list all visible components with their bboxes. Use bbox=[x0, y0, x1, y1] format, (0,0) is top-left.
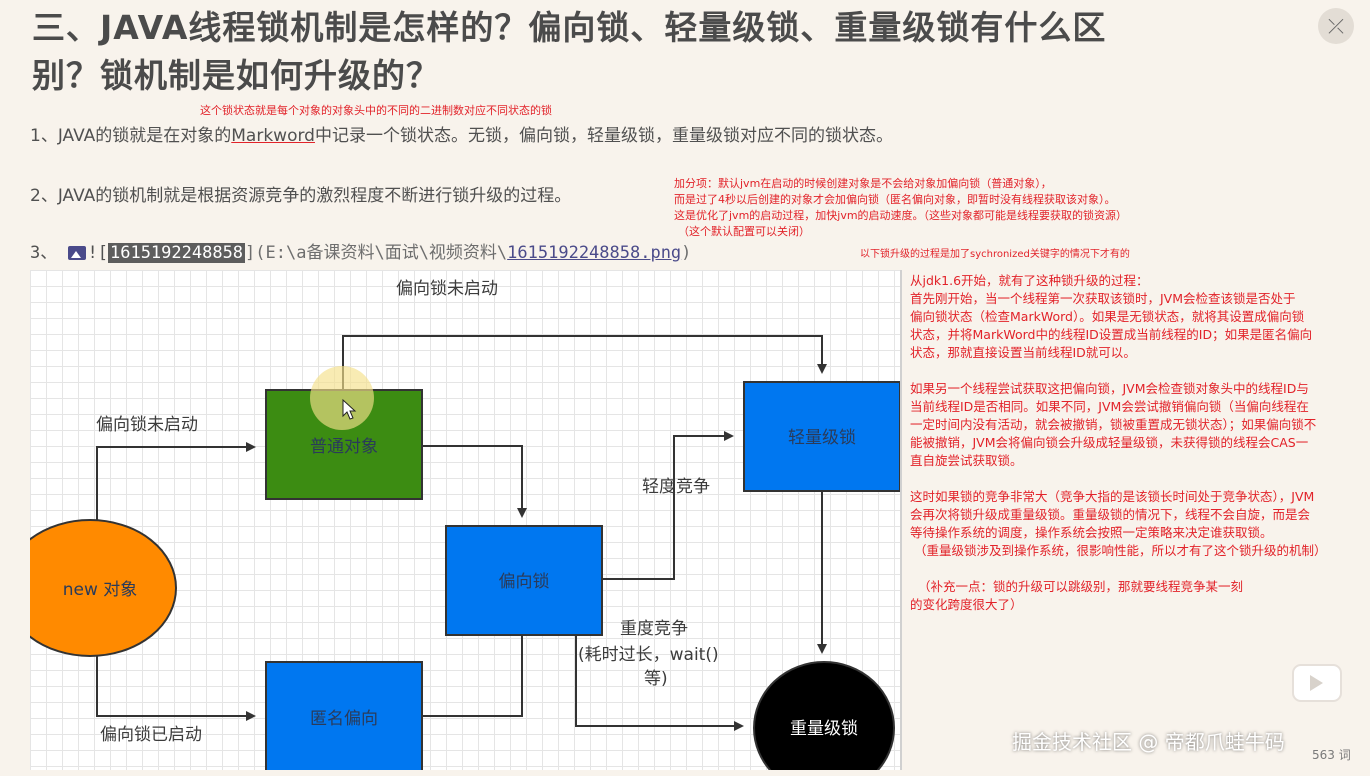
note-p3-line4: （重量级锁涉及到操作系统，很影响性能，所以才有了这个锁升级的机制） bbox=[914, 543, 1327, 558]
cursor-highlight bbox=[310, 366, 374, 430]
note-p3-line3: 等待操作系统的调度，操作系统会按照一定策略来决定谁获取锁。 bbox=[910, 525, 1273, 540]
note-p2-line1: 如果另一个线程尝试获取这把偏向锁，JVM会检查锁对象头中的线程ID与 bbox=[910, 381, 1309, 396]
diagram-connectors bbox=[96, 335, 827, 731]
note-p3-line2: 会再次将锁升级成重量级锁。重量级锁的情况下，线程不会自旋，而是会 bbox=[910, 507, 1311, 522]
arrow-biased-to-heavy bbox=[575, 636, 744, 731]
image-path-close: ) bbox=[681, 243, 692, 263]
list-item-3[interactable]: 3、 ![1615192248858](E:\a备课资料\面试\视频资料\161… bbox=[30, 238, 691, 263]
upgrade-notes: 从jdk1.6开始，就有了这种锁升级的过程： 首先刚开始，当一个线程第一次获取该… bbox=[910, 272, 1370, 614]
note-p2-line3: 一定时间内没有活动，就会被撤销，锁被重置成无锁状态）；如果偏向锁不 bbox=[910, 417, 1317, 432]
note-p4-line1: （补充一点：锁的升级可以跳级别，那就要线程竞争某一刻 bbox=[918, 579, 1244, 594]
arrow-new-to-normal bbox=[96, 442, 256, 520]
item1-prefix: 1、JAVA的锁就是在对象的 bbox=[30, 126, 232, 146]
diagram-svg: new 对象 普通对象 偏向锁 匿名偏向 轻量级锁 重量级锁 偏向锁未启动 偏向… bbox=[30, 279, 900, 770]
note-p4-line2: 的变化跨度很大了） bbox=[910, 597, 1023, 612]
note-p1-line1: 从jdk1.6开始，就有了这种锁升级的过程： bbox=[910, 273, 1149, 288]
bonus-line-4: （这个默认配置可以关闭） bbox=[678, 225, 810, 238]
item3-prefix: 3、 bbox=[30, 243, 58, 263]
image-filename[interactable]: 1615192248858.png bbox=[507, 243, 682, 263]
close-icon: ⤫ bbox=[1328, 14, 1344, 38]
image-path: ](E:\a备课资料\面试\视频资料\1615192248858.png) bbox=[245, 243, 691, 263]
node-anon-label: 匿名偏向 bbox=[310, 709, 378, 729]
node-light-label: 轻量级锁 bbox=[788, 428, 856, 448]
item3-bang: ![ bbox=[87, 243, 108, 263]
arrow-biased-to-light bbox=[602, 431, 734, 580]
note-p2-line5: 直自旋尝试获取锁。 bbox=[910, 453, 1023, 468]
arrow-anon-to-biased bbox=[422, 614, 527, 717]
node-biased-lock bbox=[445, 525, 603, 636]
item1-suffix: 中记录一个锁状态。无锁，偏向锁，轻量级锁，重量级锁对应不同的锁状态。 bbox=[314, 126, 893, 146]
bonus-line-2: 而是过了4秒以后创建的对象才会加偏向锁（匿名偏向对象，即暂时没有线程获取该对象）… bbox=[674, 193, 1116, 206]
node-new-object bbox=[30, 519, 177, 657]
watermark: 掘金技术社区 @ 帝都爪蛙牛码 bbox=[1012, 730, 1285, 754]
node-heavyweight-lock bbox=[753, 661, 895, 770]
lock-upgrade-diagram: new 对象 普通对象 偏向锁 匿名偏向 轻量级锁 重量级锁 偏向锁未启动 偏向… bbox=[30, 270, 902, 770]
node-heavy-label: 重量级锁 bbox=[790, 719, 858, 739]
node-lightweight-lock bbox=[743, 381, 900, 492]
arrow-new-to-anon bbox=[96, 655, 256, 721]
bonus-line-3: 这是优化了jvm的启动过程，加快jvm的启动速度。（这些对象都可能是线程要获取的… bbox=[674, 209, 1128, 222]
note-p1-line3: 偏向锁状态（检查MarkWord）。如果是无锁状态，就将其设置成偏向锁 bbox=[910, 309, 1305, 324]
upgrade-annotation: 以下锁升级的过程是加了sychronized关键字的情况下才有的 bbox=[860, 249, 1130, 260]
bonus-annotation: 加分项：默认jvm在启动的时候创建对象是不会给对象加偏向锁（普通对象）， 而是过… bbox=[674, 176, 1127, 240]
image-id-highlight: 1615192248858 bbox=[107, 243, 246, 263]
markword-term: Markword bbox=[231, 126, 315, 146]
label-light-contention: 轻度竞争 bbox=[642, 477, 710, 497]
label-heavy-detail-end: 等) bbox=[644, 669, 668, 689]
list-item-1: 1、JAVA的锁就是在对象的Markword中记录一个锁状态。无锁，偏向锁，轻量… bbox=[30, 121, 893, 146]
markword-annotation: 这个锁状态就是每个对象的对象头中的不同的二进制数对应不同状态的锁 bbox=[200, 104, 552, 117]
arrow-normal-to-biased bbox=[422, 445, 527, 518]
label-biased-disabled-top: 偏向锁未启动 bbox=[396, 279, 498, 299]
note-p1-line2: 首先刚开始，当一个线程第一次获取该锁时，JVM会检查该锁是否处于 bbox=[910, 291, 1296, 306]
note-p1-line4: 状态，并将MarkWord中的线程ID设置成当前线程的ID；如果是匿名偏向 bbox=[910, 327, 1313, 342]
node-new-label: new 对象 bbox=[63, 580, 138, 600]
cursor-icon bbox=[342, 398, 357, 420]
node-biased-label: 偏向锁 bbox=[499, 572, 550, 592]
word-count: 563 词 bbox=[1312, 748, 1351, 762]
image-icon bbox=[67, 246, 86, 260]
close-button[interactable]: ⤫ bbox=[1318, 8, 1354, 44]
note-p2-line2: 当前线程ID是否相同。如果不同，JVM会尝试撤销偏向锁（当偏向线程在 bbox=[910, 399, 1309, 414]
bonus-line-1: 加分项：默认jvm在启动的时候创建对象是不会给对象加偏向锁（普通对象）， bbox=[674, 177, 1052, 190]
list-item-2: 2、JAVA的锁机制就是根据资源竞争的激烈程度不断进行锁升级的过程。 bbox=[30, 186, 572, 206]
note-p1-line5: 状态，那就直接设置当前线程ID就可以。 bbox=[910, 345, 1136, 360]
label-heavy-contention: 重度竞争 bbox=[620, 619, 688, 639]
image-path-prefix: ](E:\a备课资料\面试\视频资料\ bbox=[245, 243, 508, 263]
arrow-normal-to-light bbox=[342, 335, 827, 390]
video-icon[interactable] bbox=[1292, 664, 1342, 702]
node-normal-label: 普通对象 bbox=[310, 437, 378, 457]
note-p2-line4: 能被撤销，JVM会将偏向锁会升级成轻量级锁，未获得锁的线程会CAS一 bbox=[910, 435, 1309, 450]
note-p3-line1: 这时如果锁的竞争非常大（竞争大指的是该锁长时间处于竞争状态），JVM bbox=[910, 489, 1315, 504]
page-title: 三、JAVA线程锁机制是怎样的？偏向锁、轻量级锁、重量级锁有什么区别？锁机制是如… bbox=[32, 8, 1107, 95]
label-biased-enabled: 偏向锁已启动 bbox=[100, 725, 202, 745]
node-anonymous-biased bbox=[265, 661, 423, 770]
label-biased-disabled-left: 偏向锁未启动 bbox=[96, 415, 198, 435]
label-heavy-detail: (耗时过长，wait() bbox=[578, 645, 719, 665]
